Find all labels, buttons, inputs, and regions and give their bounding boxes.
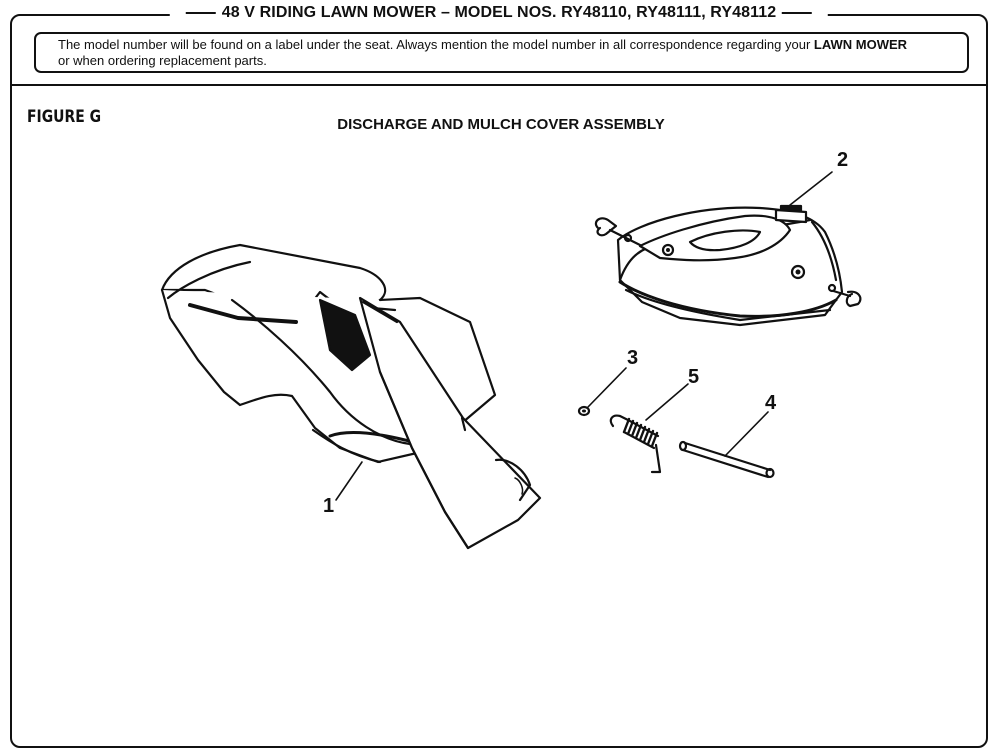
spring [609, 383, 689, 474]
figure-title: DISCHARGE AND MULCH COVER ASSEMBLY [337, 116, 665, 133]
callout-4: 4 [765, 392, 777, 414]
callout-3: 3 [627, 347, 638, 369]
header-divider [12, 84, 986, 86]
title-rule-right [782, 11, 813, 14]
discharge-chute [160, 243, 542, 550]
callout-1: 1 [323, 495, 334, 517]
mulch-cover [594, 171, 862, 327]
title-rule-left [185, 11, 216, 14]
callout-5: 5 [688, 366, 699, 388]
page-frame: 48 V RIDING LAWN MOWER – MODEL NOS. RY48… [10, 4, 988, 748]
callout-2: 2 [837, 149, 848, 171]
nut [577, 367, 627, 417]
figure-label: FIGURE G [27, 107, 102, 127]
pin [678, 411, 775, 479]
notice-tail: or when ordering replacement parts. [58, 53, 267, 68]
page-title: 48 V RIDING LAWN MOWER – MODEL NOS. RY48… [221, 4, 777, 21]
notice-bold: LAWN MOWER [813, 37, 908, 52]
page-header: 48 V RIDING LAWN MOWER – MODEL NOS. RY48… [169, 4, 829, 22]
model-number-notice: The model number will be found on a labe… [34, 32, 969, 73]
notice-text: The model number will be found on a labe… [58, 37, 814, 52]
